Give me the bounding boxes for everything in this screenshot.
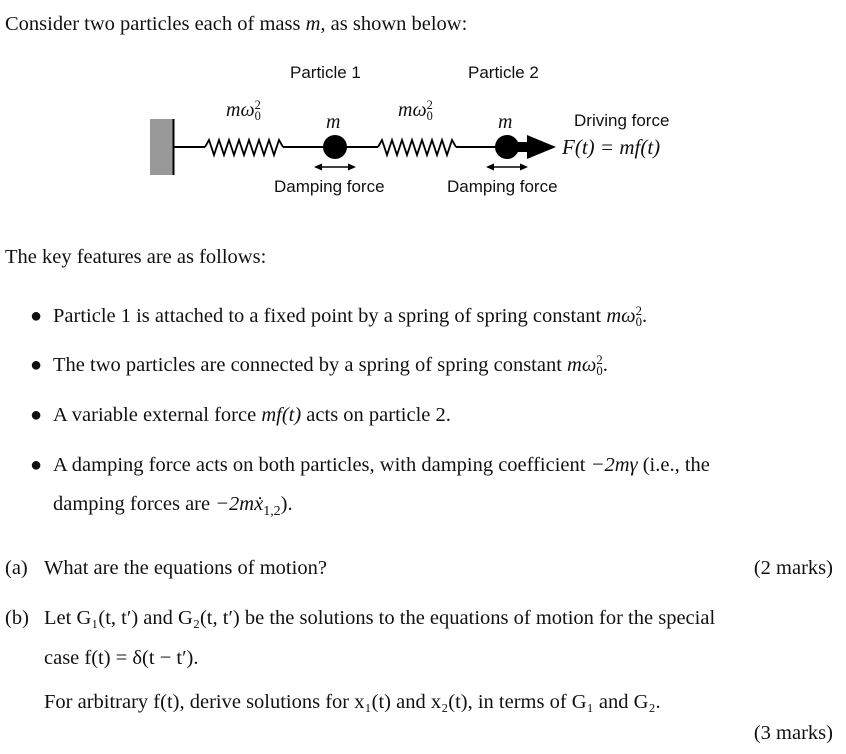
question-b-marks: (3 marks) — [753, 722, 833, 744]
fixed-wall — [150, 119, 173, 175]
question-b-line-3: For arbitrary f(t), derive solutions for… — [44, 691, 661, 713]
intro-text-end: , as shown below: — [320, 13, 468, 35]
particle-2-label: Particle 2 — [468, 63, 539, 82]
driving-force-equation: F(t) = mf(t) — [562, 135, 661, 159]
feature-item-text: Particle 1 is attached to a fixed point … — [53, 304, 648, 330]
question-a-marks: (2 marks) — [753, 557, 833, 579]
feature-item: ● — [30, 455, 42, 476]
question-a-text: What are the equations of motion? — [44, 557, 327, 579]
bullet-icon: ● — [30, 305, 43, 327]
feature-item: ● — [30, 355, 42, 376]
damping-arrow-1 — [314, 163, 356, 171]
intro-mass-var: m — [305, 13, 321, 35]
feature-item-text-continued: damping forces are −2mẋ1,2). — [53, 493, 293, 520]
damping-force-1-label: Damping force — [274, 177, 385, 196]
question-b-line-2: case f(t) = δ(t − t′). — [44, 647, 199, 669]
driving-force-arrow — [515, 135, 556, 159]
feature-item-text: The two particles are connected by a spr… — [53, 353, 608, 379]
damping-arrow-2 — [486, 163, 528, 171]
spring-1 — [204, 137, 284, 158]
mass-2 — [495, 135, 519, 159]
particle-1-label: Particle 1 — [290, 63, 361, 82]
driving-force-label: Driving force — [574, 111, 670, 130]
mass-1 — [323, 135, 347, 159]
bullet-icon: ● — [30, 404, 43, 426]
damping-force-2-label: Damping force — [447, 177, 558, 196]
intro-text: Consider two particles each of mass m, a… — [5, 14, 467, 35]
spring-2 — [377, 137, 457, 158]
question-b-label: (b) — [5, 607, 29, 629]
feature-item-text: A damping force acts on both particles, … — [53, 454, 710, 476]
feature-item-text: A variable external force mf(t) acts on … — [53, 404, 451, 426]
feature-item: ● — [30, 405, 42, 426]
feature-item: ● — [30, 306, 42, 327]
bullet-icon: ● — [30, 354, 43, 376]
intro-text-start: Consider two particles each of mass — [5, 13, 306, 35]
mass-1-label: m — [326, 111, 341, 133]
bullet-icon: ● — [30, 454, 43, 476]
question-a-label: (a) — [5, 557, 28, 579]
question-b-line-1: Let G₁(t, t′) and G₂(t, t′) be the solut… — [44, 607, 716, 629]
features-heading: The key features are as follows: — [5, 246, 267, 268]
mass-2-label: m — [498, 111, 513, 133]
